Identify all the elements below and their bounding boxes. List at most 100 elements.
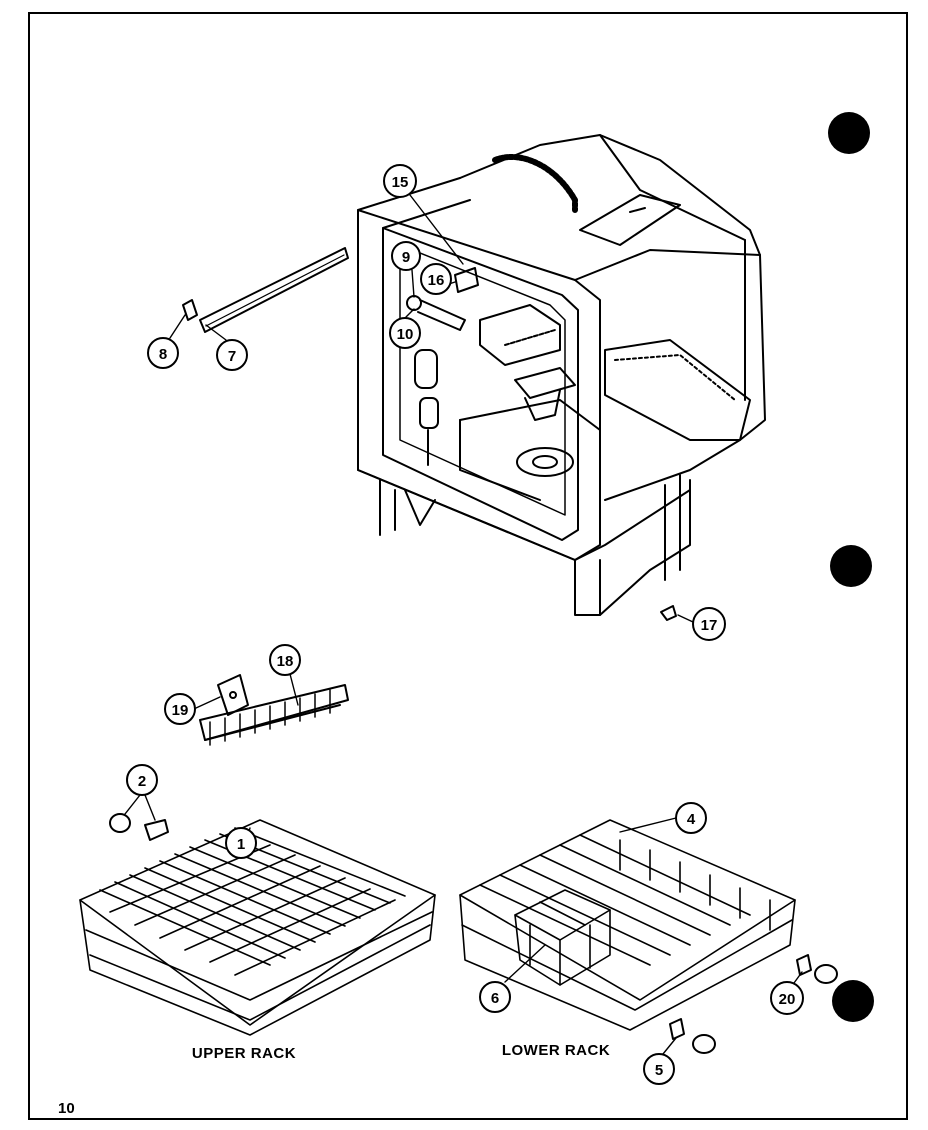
- callout-5-label: 5: [655, 1062, 663, 1079]
- callout-9-label: 9: [402, 249, 410, 266]
- control-panel: [479, 304, 561, 366]
- lower-rack-top-frame: [459, 819, 796, 1001]
- callout-10-label: 10: [397, 326, 414, 343]
- leader-17: [677, 614, 694, 623]
- callout-18-label: 18: [277, 653, 294, 670]
- front-frame-inner: [382, 227, 579, 541]
- callout-6: 6: [479, 981, 511, 1013]
- callout-8: 8: [147, 337, 179, 369]
- callout-16-label: 16: [428, 272, 445, 289]
- leader-4: [619, 817, 677, 833]
- part-7-rail: [199, 247, 349, 333]
- callout-15-label: 15: [392, 174, 409, 191]
- tub-right-side: [604, 254, 766, 501]
- part-8-clip: [182, 299, 198, 321]
- callout-2-label: 2: [138, 773, 146, 790]
- callouts: 15 9 16 10 8 7 17 18 19 2 1 4 6 20 5: [126, 164, 804, 1085]
- upper-rack-tines: [99, 827, 406, 976]
- roller-wheel: [109, 813, 131, 833]
- callout-19: 19: [164, 693, 196, 725]
- rail-body: [199, 247, 349, 333]
- component-cylinder-bottom: [419, 397, 439, 429]
- callout-20-label: 20: [779, 991, 796, 1008]
- roller-wheel: [814, 964, 838, 984]
- callout-16: 16: [420, 263, 452, 295]
- upper-rack-label: UPPER RACK: [192, 1045, 296, 1062]
- leader-2: [124, 794, 156, 821]
- part-2-roller: [109, 813, 169, 841]
- callout-5: 5: [643, 1053, 675, 1085]
- tub-top-ridge: [599, 134, 746, 241]
- callout-20: 20: [770, 981, 804, 1015]
- callout-19-label: 19: [172, 702, 189, 719]
- part-17-screw: [660, 605, 677, 621]
- leader-9: [411, 269, 415, 298]
- pump-housing: [516, 447, 574, 477]
- part-20-roller: [796, 954, 838, 984]
- binder-hole-bottom: [832, 980, 874, 1022]
- side-rail: [604, 339, 751, 441]
- part-18-rack-rail: [199, 684, 349, 746]
- leader-19: [195, 696, 221, 709]
- lower-rack-label: LOWER RACK: [502, 1042, 610, 1059]
- callout-6-label: 6: [491, 990, 499, 1007]
- leg-right-front: [574, 559, 601, 616]
- roller-axle: [144, 819, 169, 841]
- binder-holes: [828, 112, 874, 1022]
- roller-wheel: [692, 1034, 716, 1054]
- spray-rack: [514, 367, 576, 399]
- binder-hole-top: [828, 112, 870, 154]
- part-5-roller: [669, 1018, 716, 1054]
- callout-10: 10: [389, 317, 421, 349]
- callout-8-label: 8: [159, 346, 167, 363]
- leader-6: [504, 944, 546, 983]
- lower-rack: [459, 819, 796, 1031]
- leader-8: [169, 314, 186, 339]
- callout-17-label: 17: [701, 617, 718, 634]
- callout-4: 4: [675, 802, 707, 834]
- callout-4-label: 4: [687, 811, 696, 828]
- leader-7: [205, 324, 227, 341]
- callout-18: 18: [269, 644, 301, 676]
- bracket-plate: [217, 674, 249, 716]
- tub-floor: [459, 399, 601, 431]
- switch-bracket: [417, 299, 466, 331]
- switch-9: [406, 295, 422, 311]
- top-bracket: [579, 194, 681, 246]
- callout-1: 1: [225, 827, 257, 859]
- leader-lines: [124, 194, 803, 1055]
- leader-5: [662, 1037, 677, 1055]
- leg-left: [379, 479, 396, 536]
- page-number: 10: [58, 1100, 75, 1117]
- callout-7: 7: [216, 339, 248, 371]
- roller-clip: [796, 954, 812, 976]
- upper-rack: [79, 819, 436, 1036]
- callout-17: 17: [692, 607, 726, 641]
- part-19-bracket: [217, 674, 249, 716]
- tub-top-edge: [459, 134, 761, 256]
- binder-hole-middle: [830, 545, 872, 587]
- leader-10: [405, 308, 415, 318]
- vent-hose: [492, 153, 578, 213]
- base-brace: [599, 479, 691, 616]
- part-16-bracket: [454, 267, 479, 293]
- tub-opening: [399, 244, 566, 516]
- leader-15: [409, 194, 464, 265]
- callout-1-label: 1: [237, 836, 245, 853]
- lower-rack-tines: [479, 834, 771, 966]
- callout-7-label: 7: [228, 348, 236, 365]
- callout-9: 9: [391, 241, 421, 271]
- leg-rear: [664, 474, 681, 581]
- rack-rail-body: [199, 684, 349, 741]
- leader-18: [289, 673, 299, 706]
- tub-assembly: [357, 134, 766, 616]
- screw-head: [660, 605, 677, 621]
- clip-body: [182, 299, 198, 321]
- upper-rack-sides: [79, 894, 436, 1036]
- leader-20: [793, 971, 803, 984]
- lower-rack-sides: [459, 894, 796, 1031]
- component-cylinder-top: [414, 349, 438, 389]
- page-border: [28, 12, 908, 1120]
